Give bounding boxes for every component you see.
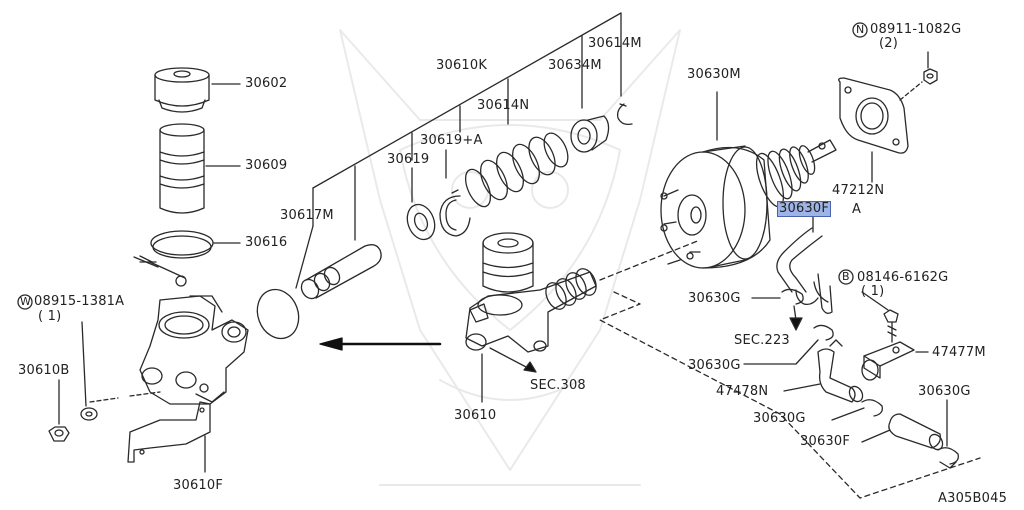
part-label-30634M[interactable]: 30634M [548,58,602,73]
diaphragm-30617M[interactable] [251,284,306,345]
reservoir-30609[interactable] [159,123,205,214]
check-valve-47478N[interactable] [817,339,865,404]
bracket-30610F[interactable] [127,401,211,463]
circle-markers [17,22,868,310]
nut-30610B[interactable] [48,426,70,442]
part-label-30630G-4[interactable]: 30630G [918,384,971,399]
circle-letter-w: W [20,295,32,308]
sec223-arrow [789,305,803,331]
part-label-08915[interactable]: 08915-1381A [34,294,125,309]
bracket-47477M[interactable] [861,341,915,381]
part-qty-08146: ( 1) [861,284,885,299]
part-label-30610F[interactable]: 30610F [173,478,224,493]
vacuum-hose-30630FA[interactable] [776,227,833,314]
master-cylinder-body[interactable] [139,295,249,405]
spring-30614N[interactable] [460,129,572,210]
part-label-30630FA-suffix: A [852,202,862,217]
hose-30630F[interactable] [888,413,945,452]
part-label-30609[interactable]: 30609 [245,158,288,173]
part-label-47477M[interactable]: 47477M [932,345,986,360]
sub-assembly-boundary [599,239,981,499]
part-label-30630F-highlighted[interactable]: 30630F [776,201,832,217]
reservoir-cap-30602[interactable] [154,67,210,113]
hose-clip-30630G-2[interactable] [813,324,834,341]
part-label-47212N[interactable]: 47212N [832,183,885,198]
seal-30619[interactable] [403,201,440,244]
part-label-08911[interactable]: 08911-1082G [870,22,962,37]
hose-clip-30630G-1[interactable] [781,288,804,305]
part-label-30617M[interactable]: 30617M [280,208,334,223]
circle-letter-n: N [856,23,865,36]
direction-arrow [319,337,442,351]
snap-ring-30619A[interactable] [439,189,471,237]
part-label-30619[interactable]: 30619 [387,152,430,167]
exploded-leader-lines [312,12,622,241]
clamp-30616[interactable] [133,230,214,287]
part-label-30614M[interactable]: 30614M [588,36,642,51]
section-ref-223[interactable]: SEC.223 [734,333,790,348]
part-label-30630M[interactable]: 30630M [687,67,741,82]
section-ref-308[interactable]: SEC.308 [530,378,586,393]
master-cylinder-assembly[interactable] [465,232,600,353]
part-label-30619A[interactable]: 30619+A [420,133,483,148]
part-label-30602[interactable]: 30602 [245,76,288,91]
part-label-30614N[interactable]: 30614N [477,98,530,113]
bolt-08146[interactable] [883,309,899,343]
watermark-emblem [339,29,681,486]
gasket-47212N[interactable] [838,77,909,154]
sec308-arrow [489,347,537,373]
part-label-30610[interactable]: 30610 [454,408,497,423]
part-label-30630G-2[interactable]: 30630G [688,358,741,373]
brake-booster-30630M[interactable] [660,145,771,269]
circlip-30614M[interactable] [616,103,633,126]
part-label-30630G-3[interactable]: 30630G [753,411,806,426]
part-label-30630F[interactable]: 30630F [800,434,851,449]
part-label-47478N[interactable]: 47478N [716,384,769,399]
hose-clip-30630G-4[interactable] [937,447,959,469]
part-qty-08911: (2) [879,36,899,51]
part-qty-08915: ( 1) [38,309,62,324]
cup-30634M[interactable] [570,115,610,153]
diagram-id: A305B045 [938,491,1008,506]
piston-rod[interactable] [298,244,382,302]
circle-letter-b: B [842,270,850,283]
part-label-30610K[interactable]: 30610K [436,58,488,73]
part-label-30610B[interactable]: 30610B [18,363,70,378]
hose-clip-30630G-3[interactable] [861,399,883,417]
part-label-08146[interactable]: 08146-6162G [857,270,949,285]
part-label-30630G-1[interactable]: 30630G [688,291,741,306]
part-label-30616[interactable]: 30616 [245,235,288,250]
nut-08911[interactable] [923,68,938,85]
washer-08915[interactable] [80,407,98,421]
